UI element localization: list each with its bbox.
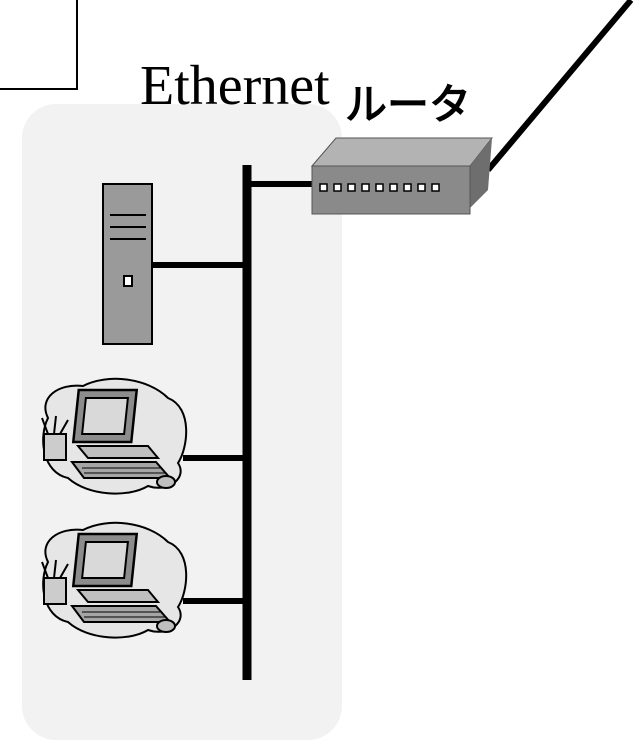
server-icon	[102, 183, 153, 345]
computer-icon	[41, 377, 188, 495]
wan-link	[485, 0, 634, 172]
corner-frame	[0, 0, 78, 90]
router-label: ルータ	[345, 80, 472, 129]
computer-icon	[41, 521, 188, 639]
ethernet-label: Ethernet	[140, 55, 330, 117]
router-icon	[310, 137, 494, 215]
